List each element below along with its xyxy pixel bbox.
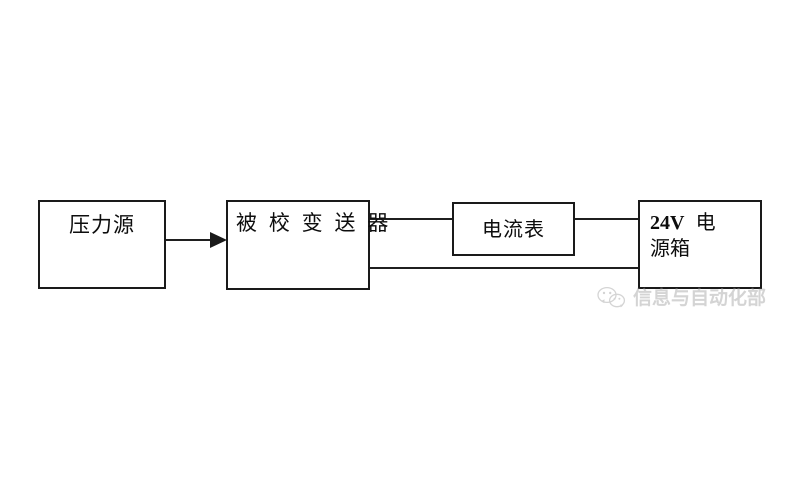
block-transmitter-label: 被 校 变 送 器 [236, 212, 392, 235]
wire-transmitter-to-ammeter [370, 218, 454, 220]
wire-transmitter-to-power [370, 267, 640, 269]
block-power-supply-label: 24V 电源箱 [650, 210, 754, 263]
wire-ammeter-to-power [573, 218, 640, 220]
block-ammeter-label: 电流表 [482, 219, 545, 241]
block-power-supply[interactable]: 24V 电源箱 [638, 200, 762, 289]
wechat-logo-icon [596, 285, 626, 309]
block-pressure-source-label: 压力源 [69, 214, 135, 237]
block-power-supply-voltage: 24V [650, 212, 685, 234]
block-power-supply-line2: 源箱 [650, 238, 690, 261]
wire-source-to-transmitter [166, 239, 214, 241]
block-pressure-source[interactable]: 压力源 [38, 200, 166, 289]
arrowhead-icon [210, 232, 227, 248]
block-power-supply-line1: 电 [695, 212, 716, 234]
block-ammeter[interactable]: 电流表 [452, 202, 575, 256]
block-power-supply-gap [684, 212, 695, 234]
block-transmitter[interactable]: 被 校 变 送 器 [226, 200, 392, 290]
